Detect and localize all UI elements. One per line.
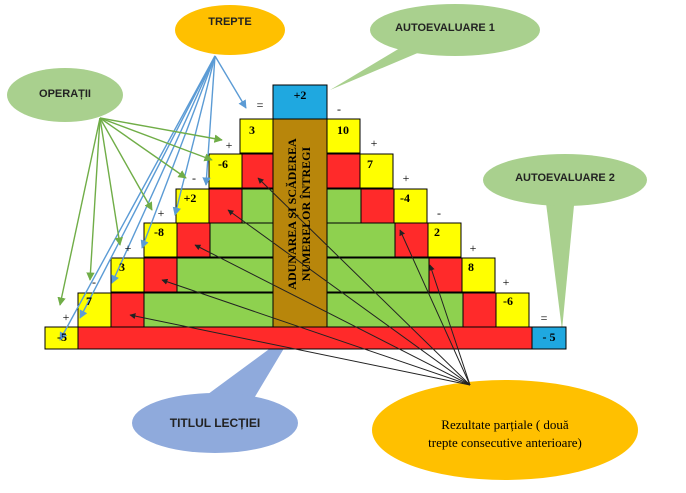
trepte-arrow (111, 55, 216, 284)
bottom-right-value: - 5 (542, 330, 556, 344)
right-step-value: 10 (337, 123, 349, 137)
rezultate-partiale-bubble (372, 380, 638, 480)
right-step-value: -6 (503, 294, 513, 308)
autoevaluare-2-tail (545, 195, 575, 330)
operatii-arrow (99, 117, 187, 179)
operatii-arrow (99, 117, 153, 211)
right-operator: - (337, 102, 341, 116)
left-operator: = (256, 98, 264, 112)
top-step-cell (272, 84, 328, 120)
left-partial-cell (110, 292, 145, 328)
trepte-arrow (79, 55, 216, 319)
left-step-value: 7 (86, 294, 92, 308)
autoevaluare-2-label: AUTOEVALUARE 2 (515, 172, 615, 184)
right-operator: = (540, 311, 548, 325)
left-step-value: +2 (183, 191, 197, 205)
trepte-arrow (202, 55, 216, 186)
right-operator: + (469, 241, 477, 255)
right-step-value: 7 (367, 157, 373, 171)
autoevaluare-1-bubble (370, 4, 540, 56)
right-partial-cell (428, 257, 463, 293)
autoevaluare-1-label: AUTOEVALUARE 1 (395, 22, 495, 34)
left-value-cell (208, 153, 243, 189)
rezultate-partiale-line2: trepte consecutive anterioare) (428, 435, 582, 450)
rezultate-partiale-line (399, 229, 471, 386)
titlul-lectiei-bubble (132, 393, 298, 453)
rezultate-partiale-line1: Rezultate parțiale ( două (441, 417, 569, 432)
left-operator: + (62, 310, 70, 324)
operatii-label: OPERAȚII (39, 88, 91, 100)
left-value-cell (175, 188, 210, 224)
left-operator: + (124, 241, 132, 255)
operatii-arrow (86, 117, 101, 281)
operatii-arrow (99, 117, 213, 162)
operatii-bubble (7, 68, 123, 122)
operatii-arrow (99, 117, 223, 143)
left-partial-cell (176, 222, 211, 258)
left-step-value: 3 (249, 123, 255, 137)
left-step-value: -8 (154, 225, 164, 239)
autoevaluare-2-bubble (483, 154, 647, 206)
rezultate-partiale-line (129, 313, 471, 386)
right-operator: + (402, 171, 410, 185)
trepte-arrow (59, 55, 216, 341)
right-value-cell (461, 257, 496, 293)
rezultate-partiale-line (227, 209, 471, 386)
rezultate-partiale-line (257, 177, 471, 386)
top-step-value: +2 (293, 88, 307, 102)
right-partial-cell (462, 292, 497, 328)
bottom-left-value: -5 (57, 330, 67, 344)
lesson-title: ADUNAREA ȘI SCĂDEREA NUMERELOR ÎNTREGI (285, 138, 313, 290)
bottom-right-cell (531, 326, 567, 350)
left-operator: + (157, 206, 165, 220)
left-step-value: 3 (119, 260, 125, 274)
rezultate-partiale-line (161, 278, 471, 386)
left-step-value: -6 (218, 157, 228, 171)
right-partial-cell (326, 153, 361, 189)
right-operator: + (502, 275, 510, 289)
trepte-label: TREPTE (208, 16, 252, 28)
right-operator: - (437, 206, 441, 220)
rezultate-partiale-line (428, 264, 471, 386)
left-partial-cell (143, 257, 178, 293)
left-partial-cell (241, 153, 276, 189)
right-step-value: 8 (468, 260, 474, 274)
right-value-cell (326, 118, 361, 154)
left-operator: - (192, 171, 196, 185)
right-step-value: 2 (434, 225, 440, 239)
operatii-arrow (99, 117, 123, 246)
right-value-cell (359, 153, 394, 189)
right-step-value: -4 (400, 191, 410, 205)
right-partial-cell (360, 188, 395, 224)
trepte-bubble (175, 5, 285, 55)
left-partial-cell (208, 188, 243, 224)
operatii-arrow (57, 117, 101, 306)
left-operator: - (92, 275, 96, 289)
left-operator: + (225, 138, 233, 152)
rezultate-partiale-line (194, 244, 471, 386)
trepte-arrow (140, 55, 216, 249)
trepte-arrow (214, 55, 247, 109)
right-partial-cell (394, 222, 429, 258)
titlul-lectiei-label: TITLUL LECȚIEI (169, 416, 261, 430)
right-value-cell (495, 292, 530, 328)
right-operator: + (370, 136, 378, 150)
